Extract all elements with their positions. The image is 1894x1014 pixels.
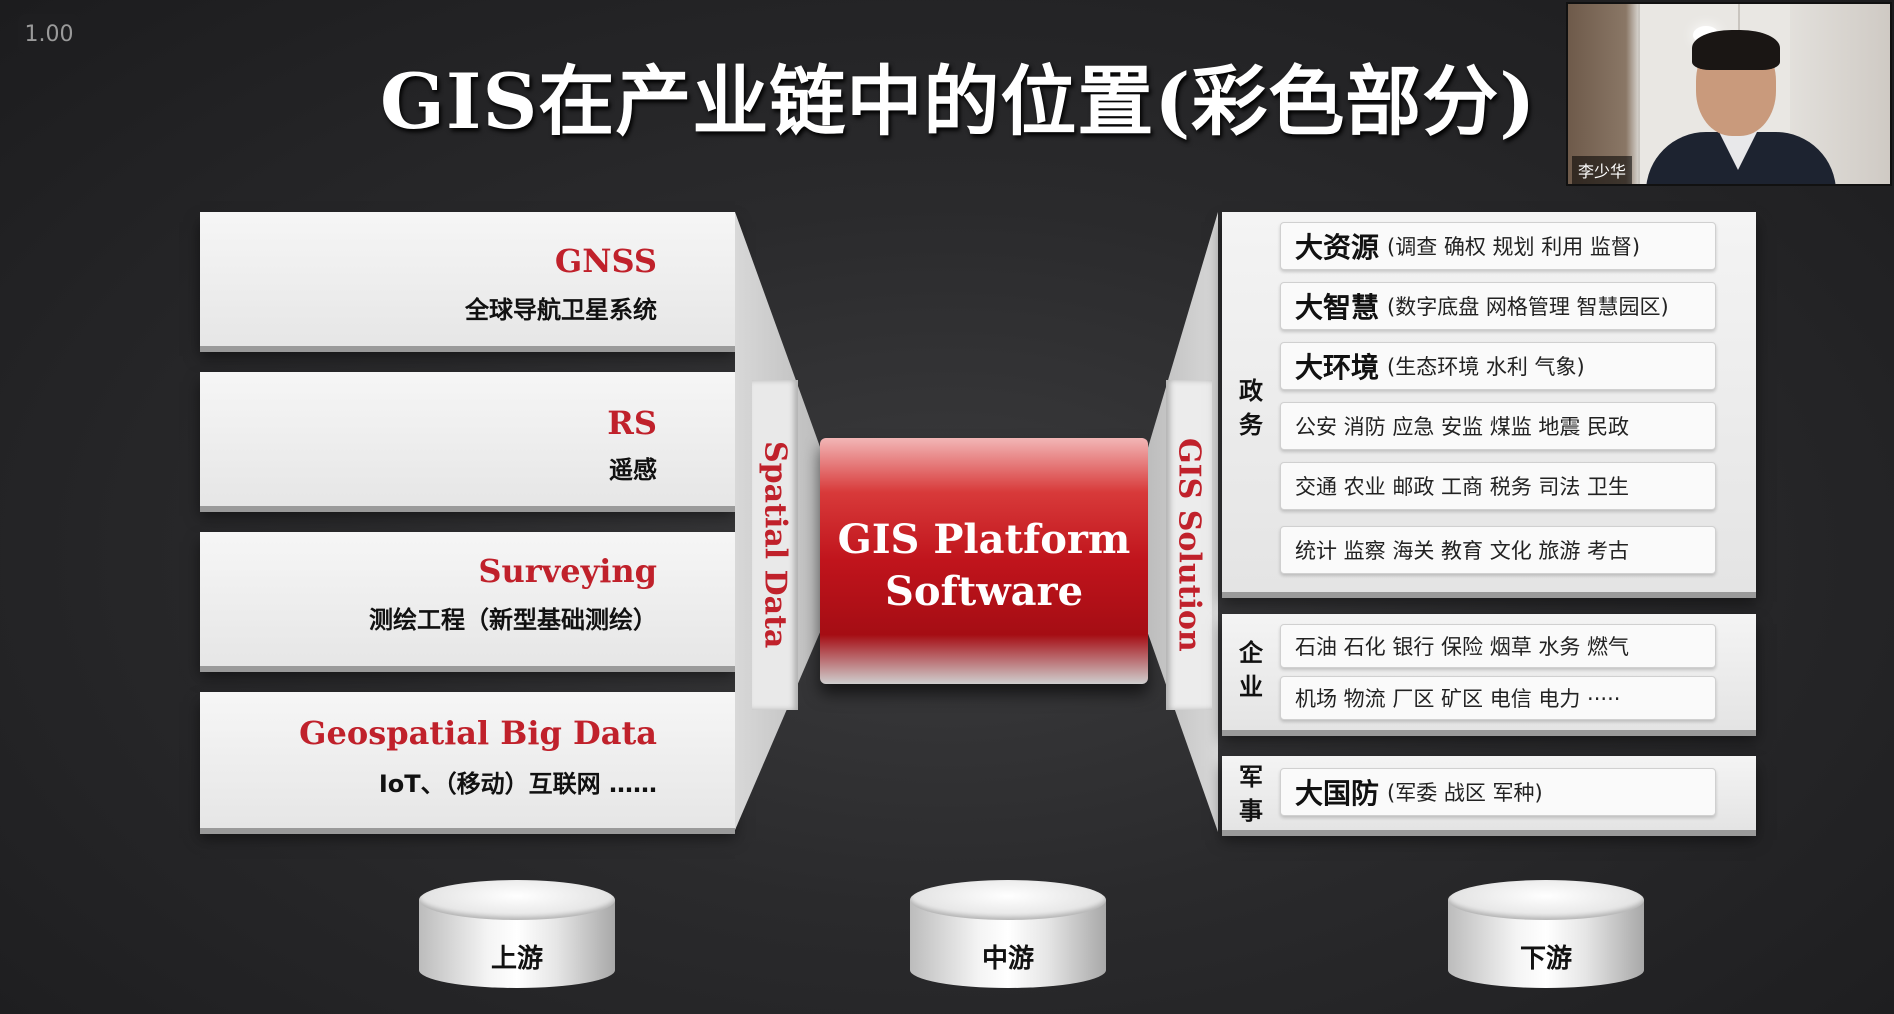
zoom-level-badge[interactable]: 1.00 xyxy=(18,14,80,54)
platform-label-line1: GIS Platform xyxy=(837,516,1131,563)
stage-cylinder-downstream: 下游 xyxy=(1448,880,1644,1004)
slide-title: GIS在产业链中的位置(彩色部分) xyxy=(380,57,1537,146)
source-block-subtitle: 测绘工程（新型基础测绘） xyxy=(369,606,657,634)
row-detail: (军委 战区 军种) xyxy=(1387,781,1543,805)
row-detail: (生态环境 水利 气象) xyxy=(1387,355,1585,379)
enterprise-panel: 企业 石油 石化 银行 保险 烟草 水务 燃气 机场 物流 厂区 矿区 电信 电… xyxy=(1222,614,1756,730)
source-block-surveying: Surveying 测绘工程（新型基础测绘） xyxy=(200,532,735,666)
gis-solution-bar xyxy=(1166,380,1212,710)
spatial-data-bar xyxy=(752,380,798,710)
government-row: 大资源 (调查 确权 规划 利用 监督) xyxy=(1280,222,1716,270)
stage-label: 上游 xyxy=(490,944,543,974)
military-row: 大国防 (军委 战区 军种) xyxy=(1280,768,1716,816)
source-block-subtitle: 全球导航卫星系统 xyxy=(465,296,657,324)
government-row: 大智慧 (数字底盘 网格管理 智慧园区) xyxy=(1280,282,1716,330)
source-block-title: GNSS xyxy=(554,242,657,280)
row-key: 大资源 xyxy=(1295,231,1380,264)
gis-platform-block: GIS Platform Software xyxy=(820,438,1148,684)
government-row: 交通 农业 邮政 工商 税务 司法 卫生 xyxy=(1280,462,1716,510)
source-block-title: Geospatial Big Data xyxy=(299,714,657,752)
enterprise-row: 石油 石化 银行 保险 烟草 水务 燃气 xyxy=(1280,624,1716,668)
row-detail: 交通 农业 邮政 工商 税务 司法 卫生 xyxy=(1295,475,1630,499)
source-block-rs: RS 遥感 xyxy=(200,372,735,506)
source-block-subtitle: IoT、（移动）互联网 …… xyxy=(378,770,657,798)
military-panel: 军事 大国防 (军委 战区 军种) xyxy=(1222,756,1756,830)
government-row: 大环境 (生态环境 水利 气象) xyxy=(1280,342,1716,390)
stage-cylinder-upstream: 上游 xyxy=(419,880,615,1004)
spatial-data-label-wrap: Spatial Data xyxy=(752,380,798,710)
row-detail: 石油 石化 银行 保险 烟草 水务 燃气 xyxy=(1295,635,1630,659)
government-row: 统计 监察 海关 教育 文化 旅游 考古 xyxy=(1280,526,1716,574)
row-key: 大环境 xyxy=(1295,351,1380,384)
platform-label-line2: Software xyxy=(884,568,1084,615)
government-row: 公安 消防 应急 安监 煤监 地震 民政 xyxy=(1280,402,1716,450)
cylinder-top xyxy=(910,880,1106,920)
participant-name-tag: 李少华 xyxy=(1572,156,1633,184)
source-block-subtitle: 遥感 xyxy=(609,456,657,484)
gis-solution-label-wrap: GIS Solution xyxy=(1166,380,1212,710)
source-block-gnss: GNSS 全球导航卫星系统 xyxy=(200,212,735,346)
participant-video-tile[interactable]: 李少华 xyxy=(1566,2,1892,186)
enterprise-label: 企业 xyxy=(1239,639,1263,701)
row-detail: 公安 消防 应急 安监 煤监 地震 民政 xyxy=(1295,415,1630,439)
row-detail: (调查 确权 规划 利用 监督) xyxy=(1387,235,1641,259)
source-block-big-data: Geospatial Big Data IoT、（移动）互联网 …… xyxy=(200,692,735,828)
enterprise-row: 机场 物流 厂区 矿区 电信 电力 ····· xyxy=(1280,676,1716,720)
gis-solution-label: GIS Solution xyxy=(1171,438,1207,652)
spatial-data-label: Spatial Data xyxy=(757,441,793,649)
government-panel: 政务 大资源 (调查 确权 规划 利用 监督) 大智慧 (数字底盘 网格管理 智… xyxy=(1222,212,1756,592)
cylinder-top xyxy=(419,880,615,920)
source-block-title: RS xyxy=(607,404,657,442)
stage-cylinder-midstream: 中游 xyxy=(910,880,1106,1004)
cylinder-top xyxy=(1448,880,1644,920)
military-label: 军事 xyxy=(1239,763,1263,825)
stage-label: 中游 xyxy=(981,944,1034,974)
participant-hair xyxy=(1692,30,1780,70)
row-detail: 机场 物流 厂区 矿区 电信 电力 ····· xyxy=(1295,687,1621,711)
row-key: 大智慧 xyxy=(1295,291,1380,324)
stage-label: 下游 xyxy=(1519,944,1572,974)
government-label: 政务 xyxy=(1239,377,1263,439)
row-detail: (数字底盘 网格管理 智慧园区) xyxy=(1387,295,1669,319)
source-block-title: Surveying xyxy=(478,552,657,590)
row-detail: 统计 监察 海关 教育 文化 旅游 考古 xyxy=(1295,539,1630,563)
row-key: 大国防 xyxy=(1295,777,1380,810)
